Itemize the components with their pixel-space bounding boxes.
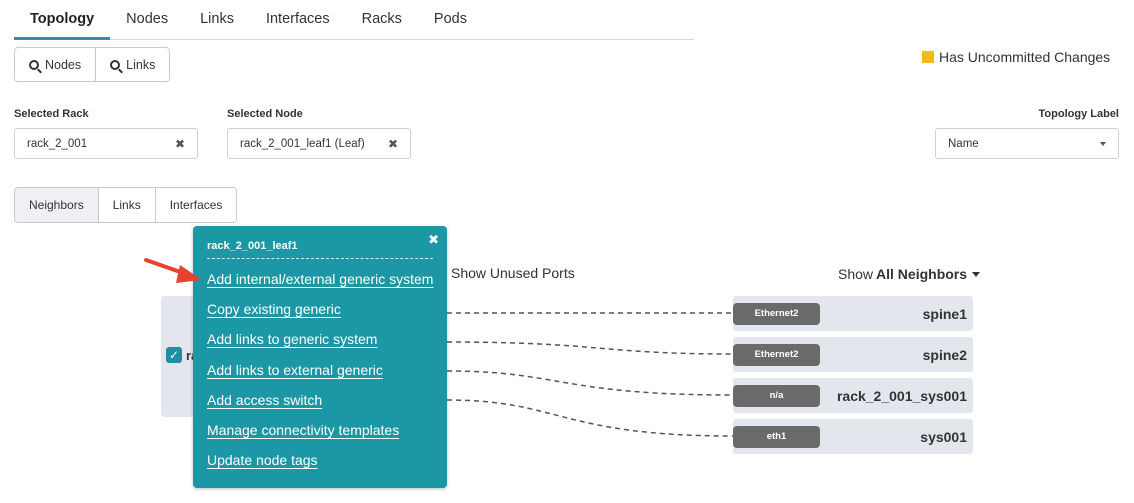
link-spine2 <box>446 341 734 355</box>
port-badge: eth1 <box>733 425 820 448</box>
search-icon <box>110 59 121 70</box>
node-checkbox[interactable]: ✓ <box>166 347 182 363</box>
caret-down-icon <box>972 271 981 277</box>
tab-nodes[interactable]: Nodes <box>126 11 169 27</box>
close-icon[interactable]: ✖ <box>428 232 439 247</box>
show-neighbors-value: All Neighbors <box>876 266 968 282</box>
menu-item-update-tags[interactable]: Update node tags <box>207 452 318 469</box>
selected-node-label: Selected Node <box>227 108 303 120</box>
tab-pods[interactable]: Pods <box>433 11 467 27</box>
neighbor-name: spine1 <box>922 305 967 322</box>
menu-item-manage-ct[interactable]: Manage connectivity templates <box>207 421 400 438</box>
subtab-neighbors[interactable]: Neighbors <box>15 188 98 222</box>
menu-item-add-links-generic[interactable]: Add links to generic system <box>207 331 378 348</box>
link-rack-sys001 <box>446 370 734 396</box>
show-neighbors-prefix: Show <box>838 266 874 282</box>
search-nodes-button[interactable]: Nodes <box>15 48 96 81</box>
topology-label-label: Topology Label <box>1038 108 1119 120</box>
link-sys001 <box>446 399 734 437</box>
menu-item-copy-generic[interactable]: Copy existing generic <box>207 301 341 318</box>
topology-label-select[interactable]: Name <box>935 128 1119 159</box>
selected-rack-label: Selected Rack <box>14 108 89 120</box>
uncommitted-changes-legend: Has Uncommitted Changes <box>922 49 1110 65</box>
menu-item-add-access-switch[interactable]: Add access switch <box>207 391 323 408</box>
search-links-button[interactable]: Links <box>95 48 170 81</box>
neighbor-row[interactable]: Ethernet2 spine1 <box>733 296 973 331</box>
neighbor-name: sys001 <box>920 428 967 445</box>
menu-item-add-links-external[interactable]: Add links to external generic <box>207 361 383 378</box>
topology-label-value: Name <box>948 137 979 150</box>
selected-node-select[interactable]: rack_2_001_leaf1 (Leaf) ✖ <box>227 128 411 159</box>
port-badge: Ethernet2 <box>733 343 820 366</box>
neighbor-row[interactable]: Ethernet2 spine2 <box>733 337 973 372</box>
uncommitted-label: Has Uncommitted Changes <box>939 49 1111 65</box>
neighbor-subtabs: Neighbors Links Interfaces <box>14 187 238 223</box>
tab-interfaces[interactable]: Interfaces <box>265 11 330 27</box>
search-icon <box>29 59 39 70</box>
neighbor-name: rack_2_001_sys001 <box>836 387 967 404</box>
subtab-interfaces[interactable]: Interfaces <box>154 188 237 222</box>
clear-rack-icon[interactable]: ✖ <box>174 136 185 151</box>
menu-item-add-generic-system[interactable]: Add internal/external generic system <box>207 271 434 287</box>
search-nodes-label: Nodes <box>45 57 82 72</box>
annotation-arrow-icon <box>144 258 202 283</box>
port-badge: n/a <box>733 384 820 407</box>
search-links-label: Links <box>126 57 156 72</box>
tab-links[interactable]: Links <box>200 11 234 27</box>
search-button-group: Nodes Links <box>14 47 171 82</box>
clear-node-icon[interactable]: ✖ <box>387 136 398 151</box>
tab-racks[interactable]: Racks <box>361 11 402 27</box>
tab-topology[interactable]: Topology <box>14 0 111 40</box>
main-tabs: Topology Nodes Links Interfaces Racks Po… <box>14 0 694 40</box>
popover-title: rack_2_001_leaf1 <box>207 240 433 259</box>
subtab-links[interactable]: Links <box>97 188 155 222</box>
neighbor-row[interactable]: n/a rack_2_001_sys001 <box>733 378 973 413</box>
selected-rack-select[interactable]: rack_2_001 ✖ <box>14 128 198 159</box>
node-actions-popover: ✖ rack_2_001_leaf1 Add internal/external… <box>193 226 447 488</box>
show-neighbors-dropdown[interactable]: Show All Neighbors <box>838 266 981 282</box>
selected-node-value: rack_2_001_leaf1 (Leaf) <box>240 137 365 150</box>
selected-rack-value: rack_2_001 <box>27 137 88 150</box>
port-badge: Ethernet2 <box>733 302 820 325</box>
neighbor-row[interactable]: eth1 sys001 <box>733 419 973 454</box>
uncommitted-swatch <box>922 51 934 63</box>
show-unused-ports-toggle[interactable]: Show Unused Ports <box>451 265 575 281</box>
chevron-down-icon <box>1100 141 1106 146</box>
neighbor-name: spine2 <box>922 346 967 363</box>
